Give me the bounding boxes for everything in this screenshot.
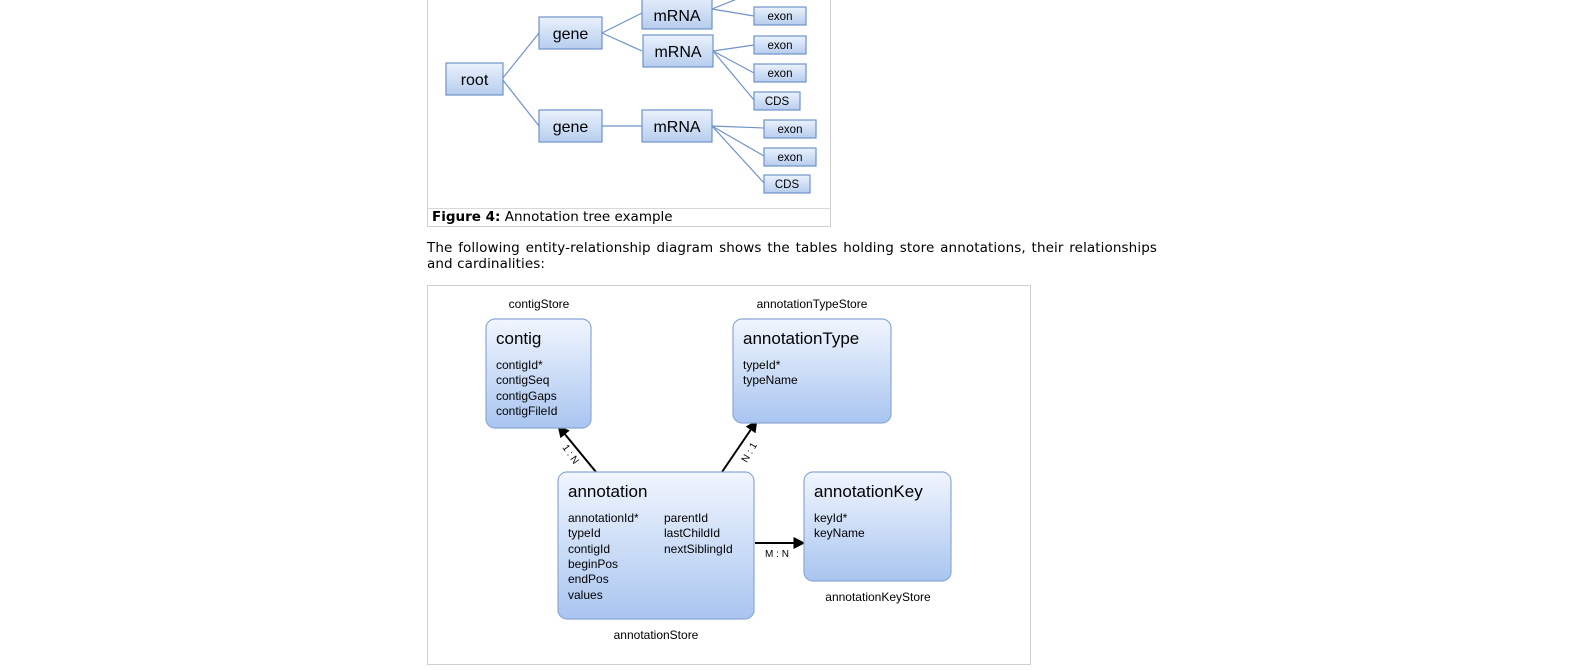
entity-field: endPos: [568, 572, 609, 586]
tree-node-label: gene: [553, 26, 589, 43]
tree-node-label: exon: [768, 68, 793, 80]
entity-title: annotationKey: [814, 482, 923, 501]
contig-store-label: contigStore: [509, 297, 570, 311]
tree-edges: [501, 0, 765, 184]
tree-node-gene: gene: [538, 109, 603, 143]
entity-field: parentId: [664, 511, 708, 525]
tree-node-mrna: mRNA: [641, 109, 713, 143]
entity-title: annotationType: [743, 329, 859, 348]
entity-field: contigFileId: [496, 404, 557, 418]
tree-node-exon: exon: [753, 6, 807, 26]
relation-cardinality-label: 1 : N: [559, 443, 580, 467]
tree-node-label: exon: [778, 152, 803, 164]
contig-entity: contig contigId* contigSeq contigGaps co…: [485, 318, 592, 429]
figure-caption-text: Annotation tree example: [500, 209, 673, 225]
relation-cardinality-label: N : 1: [740, 440, 760, 464]
tree-node-label: exon: [768, 11, 793, 23]
tree-node-label: mRNA: [653, 8, 700, 25]
relation-annotation-type-arrow: [721, 420, 758, 473]
entity-field: typeId: [568, 526, 601, 540]
tree-node-label: gene: [553, 119, 589, 136]
tree-node-mrna: mRNA: [641, 0, 713, 30]
annotation-type-store-label: annotationTypeStore: [757, 297, 868, 311]
tree-node-label: CDS: [765, 96, 790, 108]
relation-cardinality-label: M : N: [765, 549, 789, 560]
annotation-entity: annotation annotationId* typeId contigId…: [557, 471, 755, 620]
entity-field: lastChildId: [664, 526, 720, 540]
tree-node-label: root: [461, 72, 489, 89]
entity-field: annotationId*: [568, 511, 639, 525]
entity-field: values: [568, 588, 603, 602]
entity-field: typeName: [743, 373, 798, 387]
tree-node-root: root: [445, 62, 504, 96]
tree-node-exon: exon: [753, 35, 807, 55]
tree-node-label: exon: [778, 124, 803, 136]
tree-node-gene: gene: [538, 16, 603, 50]
entity-field: contigSeq: [496, 373, 549, 387]
figure-caption-label: Figure 4:: [432, 209, 501, 225]
entity-field: keyName: [814, 526, 865, 540]
annotation-store-label: annotationStore: [614, 628, 699, 642]
entity-field: typeId*: [743, 358, 781, 372]
entity-title: contig: [496, 329, 541, 348]
annotation-key-store-label: annotationKeyStore: [825, 590, 931, 604]
tree-node-label: exon: [768, 40, 793, 52]
tree-node-mrna: mRNA: [642, 34, 714, 68]
annotation-type-entity: annotationType typeId* typeName: [732, 318, 892, 424]
body-paragraph: The following entity-relationship diagra…: [427, 240, 1157, 272]
figure-caption: Figure 4: Annotation tree example: [427, 208, 831, 227]
tree-node-label: mRNA: [654, 44, 701, 61]
tree-node-exon: exon: [753, 63, 807, 83]
tree-node-label: CDS: [775, 179, 800, 191]
entity-field: contigGaps: [496, 389, 557, 403]
annotation-key-entity: annotationKey keyId* keyName: [803, 471, 952, 582]
entity-field: keyId*: [814, 511, 848, 525]
tree-node-cds: CDS: [753, 91, 801, 111]
figure-4-tree: root gene gene mRNA mRNA mRNA exon exon: [427, 0, 831, 226]
tree-node-exon: exon: [763, 119, 817, 139]
entity-field: beginPos: [568, 557, 618, 571]
tree-node-exon: exon: [763, 147, 817, 167]
annotation-tree-diagram: root gene gene mRNA mRNA mRNA exon exon: [445, 0, 817, 194]
entity-title: annotation: [568, 482, 647, 501]
tree-node-cds: CDS: [763, 174, 811, 194]
tree-node-label: mRNA: [653, 119, 700, 136]
entity-field: nextSiblingId: [664, 542, 733, 556]
relation-annotation-contig-arrow: [557, 425, 597, 473]
entity-field: contigId*: [496, 358, 543, 372]
entity-relationship-diagram: 1 : N N : 1 M : N contigStore contig con…: [427, 285, 1031, 665]
erd-canvas: 1 : N N : 1 M : N contigStore contig con…: [485, 297, 952, 642]
entity-field: contigId: [568, 542, 610, 556]
